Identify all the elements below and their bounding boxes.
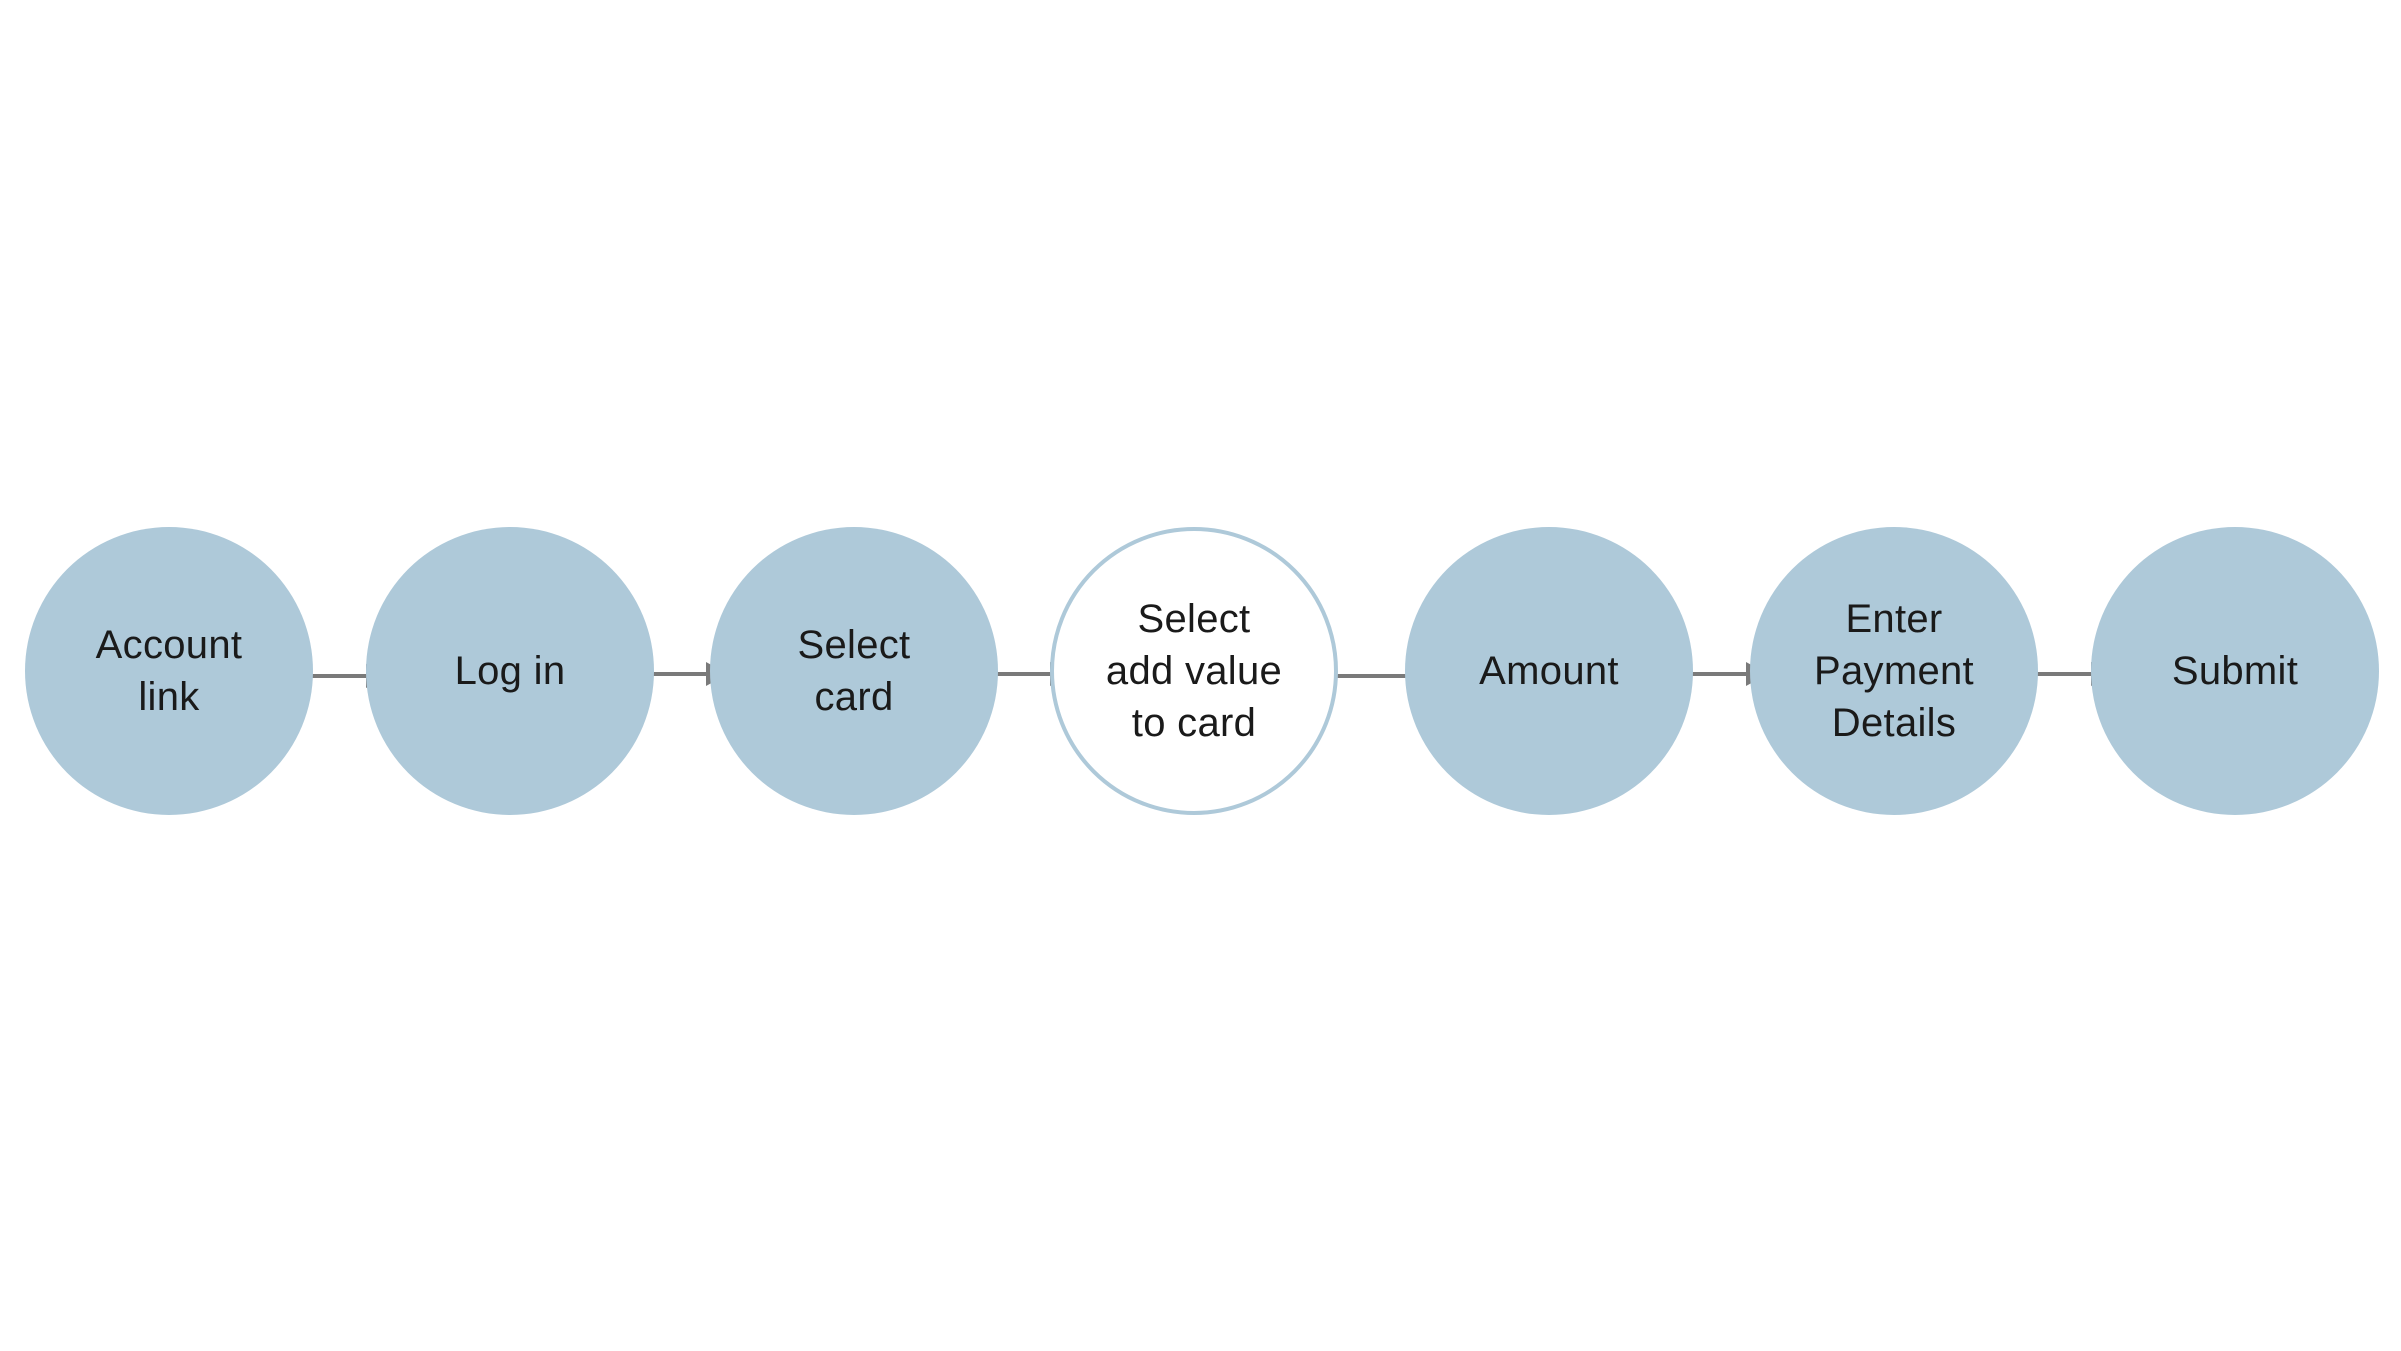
step-label: Enter Payment Details [1814,597,1974,745]
step-submit: Submit [2091,527,2379,815]
step-label: Select card [797,623,911,719]
step-log-in: Log in [366,527,654,815]
step-select-add-value: Select add value to card [1050,527,1338,815]
step-label: Submit [2171,649,2299,693]
step-amount: Amount [1405,527,1693,815]
step-label: Log in [454,649,566,693]
step-select-card: Select card [710,527,998,815]
step-label: Account link [95,623,243,719]
step-label: Amount [1479,649,1619,693]
step-enter-payment-details: Enter Payment Details [1750,527,2038,815]
step-account-link: Account link [25,527,313,815]
step-label: Select add value to card [1105,597,1283,745]
